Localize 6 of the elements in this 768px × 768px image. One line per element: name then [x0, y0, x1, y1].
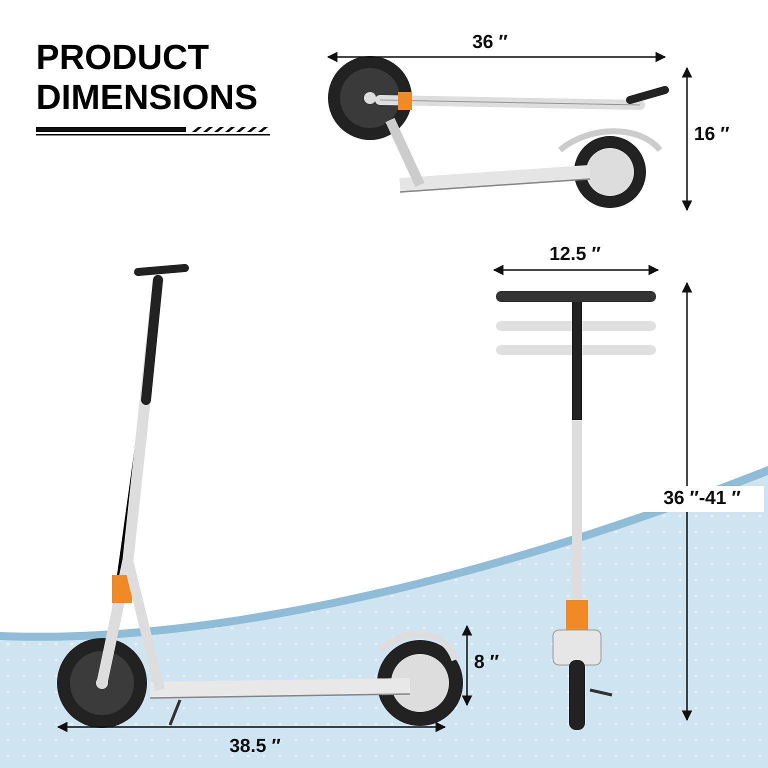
dimension-label: 36 ″ — [471, 31, 509, 55]
dimension-label: 16 ″ — [694, 123, 731, 147]
dimension-label: 38.5 ″ — [228, 735, 282, 759]
title: PRODUCT DIMENSIONS — [36, 38, 259, 118]
dimension-label: 12.5 ″ — [548, 243, 602, 267]
dimension-label: 8 ″ — [474, 651, 500, 675]
